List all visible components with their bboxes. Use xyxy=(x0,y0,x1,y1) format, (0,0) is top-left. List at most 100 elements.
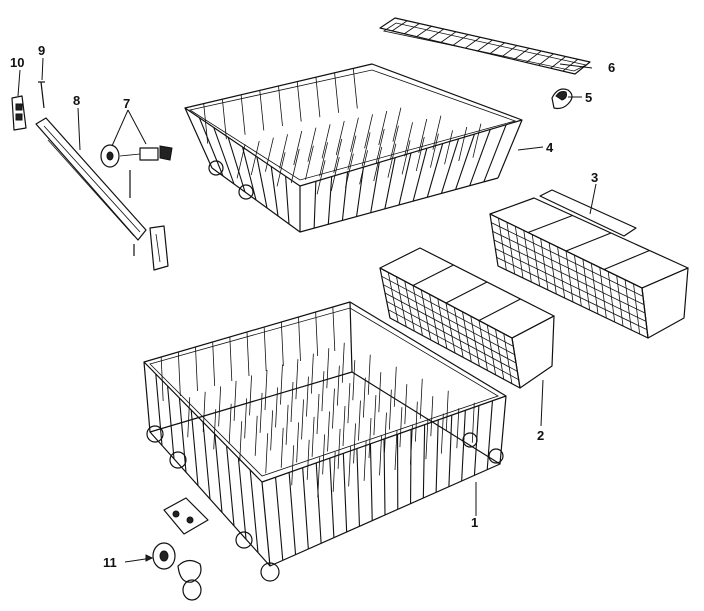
wire xyxy=(465,36,481,49)
wire xyxy=(226,445,235,526)
wire xyxy=(416,25,432,37)
wire xyxy=(362,377,366,418)
wire xyxy=(250,140,260,176)
wire xyxy=(448,415,453,487)
wire xyxy=(471,402,475,443)
wire xyxy=(263,326,267,372)
wire xyxy=(227,137,246,193)
wire xyxy=(410,429,412,504)
wire xyxy=(256,156,268,209)
wire xyxy=(489,42,505,55)
wire xyxy=(259,90,265,131)
wire xyxy=(316,160,326,195)
wire xyxy=(202,391,206,432)
wire xyxy=(240,94,246,135)
wire xyxy=(244,398,248,439)
part-3-silverware-basket xyxy=(489,189,689,339)
wire xyxy=(399,407,403,448)
wire xyxy=(280,321,284,367)
part-5-clip xyxy=(551,88,573,110)
wire xyxy=(368,417,372,459)
wire xyxy=(342,453,348,533)
wire xyxy=(383,284,515,356)
wire xyxy=(290,381,294,423)
wire xyxy=(491,222,644,297)
wire xyxy=(390,125,399,160)
wire xyxy=(425,419,429,460)
wire xyxy=(444,130,453,165)
wire xyxy=(342,405,346,447)
wire xyxy=(527,214,573,234)
callout-5: 5 xyxy=(585,90,592,105)
wire xyxy=(155,373,163,446)
wire xyxy=(329,458,335,538)
wire xyxy=(160,356,164,402)
wire xyxy=(386,300,518,372)
wire xyxy=(236,144,246,179)
part-2-silverware-basket xyxy=(379,247,555,389)
wire xyxy=(301,399,304,440)
wire xyxy=(290,148,300,184)
part-4-upper-rack xyxy=(184,63,523,233)
wire xyxy=(322,434,326,475)
wire xyxy=(280,427,284,468)
wire xyxy=(430,133,439,168)
part-8-rack-rail xyxy=(35,117,147,256)
wire xyxy=(335,120,345,156)
wire xyxy=(401,140,411,175)
wire xyxy=(359,150,368,185)
wire xyxy=(440,31,457,43)
wire xyxy=(370,162,380,213)
wire xyxy=(352,68,358,109)
callout-9: 9 xyxy=(38,43,45,58)
wire xyxy=(495,248,647,322)
wire xyxy=(348,446,352,487)
wire xyxy=(381,275,514,347)
callout-11: 11 xyxy=(103,555,117,570)
wire xyxy=(356,167,364,217)
wire xyxy=(212,341,216,387)
wire xyxy=(445,390,449,431)
wire xyxy=(315,311,319,357)
wire xyxy=(501,45,518,58)
part-9-screw xyxy=(38,81,45,109)
wire xyxy=(337,428,341,469)
wire xyxy=(478,298,521,321)
wire xyxy=(426,143,444,198)
wire xyxy=(412,148,428,202)
wire xyxy=(237,457,247,540)
wire xyxy=(239,421,243,462)
wire xyxy=(178,397,187,473)
wire xyxy=(486,400,493,470)
wire xyxy=(513,47,530,60)
wire xyxy=(270,166,279,217)
wire xyxy=(249,469,259,553)
wire xyxy=(388,309,519,381)
leader-lines xyxy=(17,57,597,563)
wire xyxy=(311,416,315,457)
wire xyxy=(483,124,507,183)
wire xyxy=(177,351,181,397)
wire xyxy=(384,292,517,364)
wire xyxy=(378,110,388,146)
wire xyxy=(276,152,286,187)
wire xyxy=(296,81,302,122)
wire xyxy=(241,146,257,201)
wire xyxy=(404,384,408,425)
wire xyxy=(394,429,398,471)
wire xyxy=(388,389,392,430)
wire xyxy=(302,467,309,550)
wire xyxy=(414,401,418,442)
wire xyxy=(538,53,554,66)
wire xyxy=(293,130,303,166)
callout-7: 7 xyxy=(123,96,130,111)
wire xyxy=(565,232,612,252)
wire xyxy=(270,410,274,451)
wire xyxy=(440,138,460,194)
wire xyxy=(306,376,309,417)
wire xyxy=(375,128,385,164)
wire xyxy=(452,34,469,46)
wire xyxy=(419,378,423,419)
wire xyxy=(321,371,325,412)
wire xyxy=(352,360,356,401)
